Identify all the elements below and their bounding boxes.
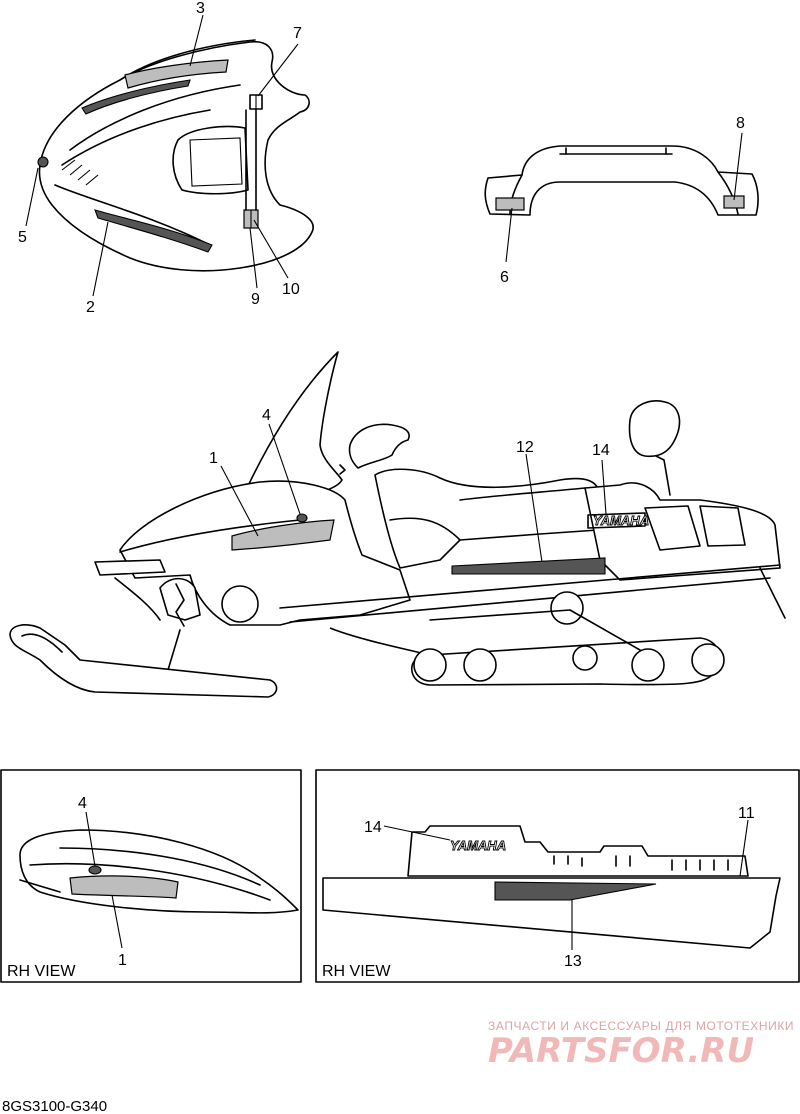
callout-5: 5	[18, 229, 27, 246]
watermark-brand: PARTSFOR.RU	[488, 1031, 754, 1071]
callout-8: 8	[736, 115, 745, 132]
snowmobile-side-view: YAMAHA 1 4 12 14	[9, 351, 786, 698]
part-code: 8GS3100-G340	[2, 1098, 107, 1114]
callout-9: 9	[251, 291, 260, 308]
inset-right-callout-14: 14	[364, 819, 382, 836]
callout-7: 7	[293, 25, 302, 42]
callout-1: 1	[209, 450, 218, 467]
inset-left-label: RH VIEW	[7, 963, 76, 980]
callout-10: 10	[282, 281, 300, 298]
callout-2: 2	[86, 299, 95, 316]
rear-bumper: 8 6	[484, 115, 759, 286]
inset-right-frame	[315, 769, 800, 983]
callout-14: 14	[592, 442, 610, 459]
inset-right-rh-view: YAMAHA 14 11 13 RH VIEW	[315, 769, 800, 983]
inset-right-callout-13: 13	[564, 953, 582, 970]
callout-3: 3	[196, 0, 205, 17]
logo-yamaha-inset: YAMAHA	[450, 838, 506, 853]
inset-right-label: RH VIEW	[322, 963, 391, 980]
watermark-tagline: ЗАПЧАСТИ И АКСЕССУАРЫ ДЛЯ МОТОТЕХНИКИ	[488, 1019, 794, 1033]
callout-4: 4	[262, 407, 271, 424]
inset-left-callout-1: 1	[118, 952, 127, 969]
hood-assembly: 3 7 5 2 9 10	[18, 0, 314, 316]
inset-left-frame	[0, 769, 302, 983]
logo-yamaha-main: YAMAHA	[593, 513, 649, 528]
inset-right-callout-11: 11	[738, 805, 755, 822]
inset-left-rh-view: 4 1 RH VIEW	[0, 769, 302, 983]
watermark: ЗАПЧАСТИ И АКСЕССУАРЫ ДЛЯ МОТОТЕХНИКИ PA…	[488, 1019, 794, 1071]
inset-left-callout-4: 4	[78, 795, 87, 812]
callout-6: 6	[500, 269, 509, 286]
callout-12: 12	[516, 439, 534, 456]
